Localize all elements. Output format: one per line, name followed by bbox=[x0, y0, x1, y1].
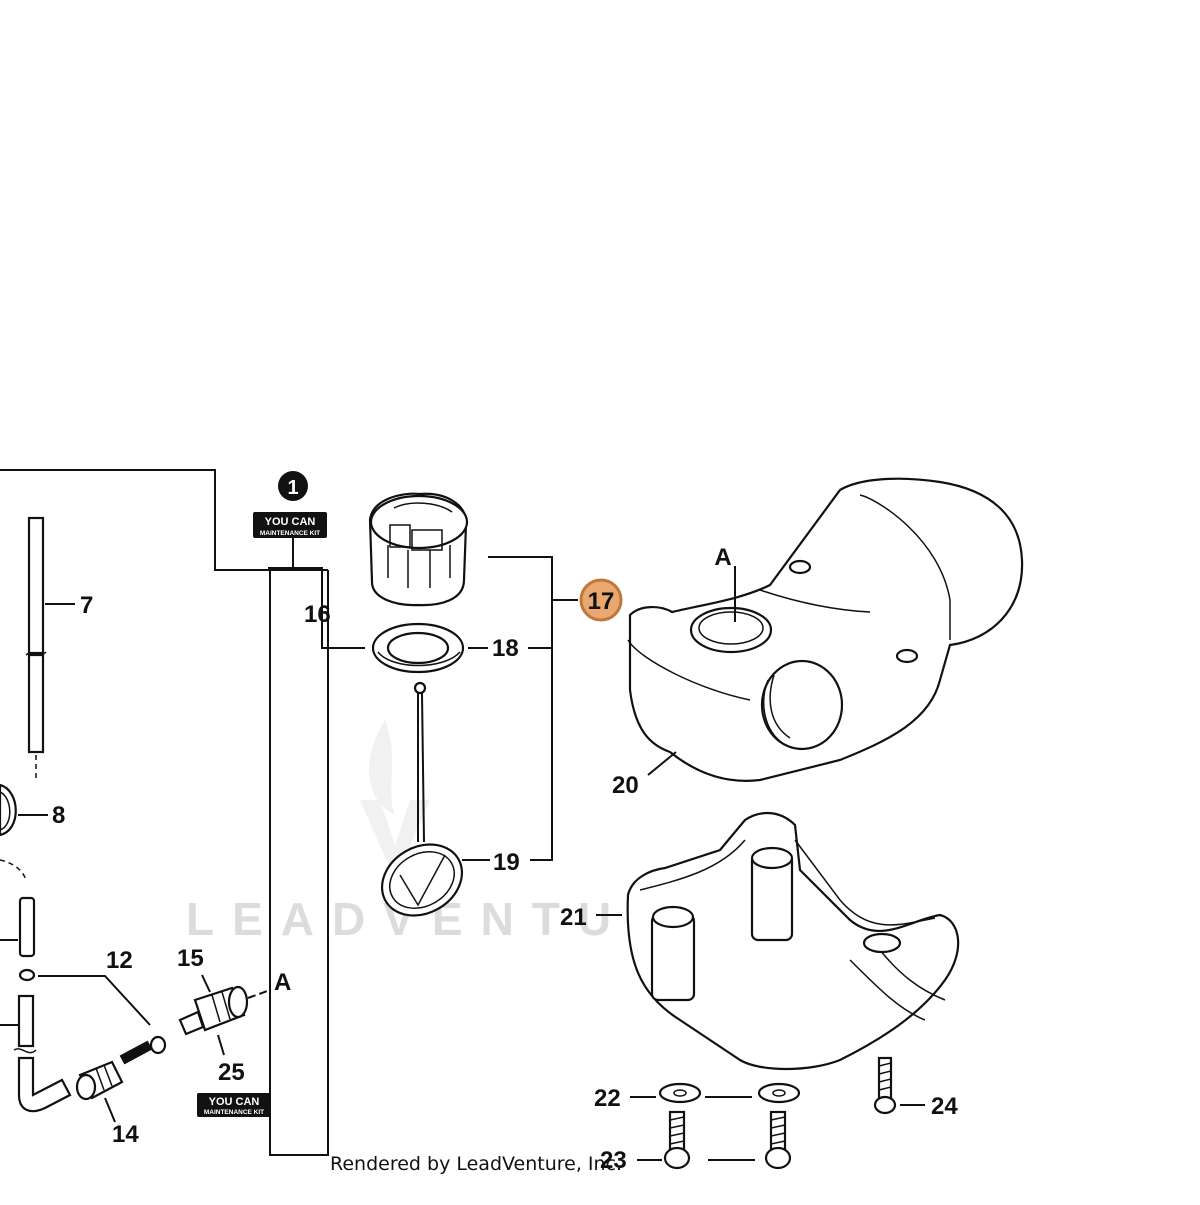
kit-brand: YOU CAN bbox=[265, 516, 316, 528]
part-21-tank-bracket[interactable] bbox=[596, 812, 960, 1071]
label-7: 7 bbox=[80, 592, 93, 619]
part-22-washers[interactable] bbox=[630, 1082, 801, 1104]
part-23-bolts[interactable] bbox=[637, 1110, 792, 1170]
part-12-clip[interactable] bbox=[38, 975, 167, 1055]
label-22: 22 bbox=[594, 1085, 621, 1112]
ref-A-top: A bbox=[714, 544, 731, 571]
kit-number: 1 bbox=[287, 477, 298, 499]
label-24: 24 bbox=[931, 1093, 958, 1120]
label-25: 25 bbox=[218, 1059, 245, 1086]
part-8-grommet[interactable] bbox=[0, 783, 48, 837]
maintenance-kit-badge-small[interactable]: YOU CAN MAINTENANCE KIT bbox=[197, 1093, 271, 1117]
part-18-gasket[interactable] bbox=[371, 622, 488, 674]
label-23: 23 bbox=[600, 1147, 627, 1174]
part-16-fuel-cap[interactable] bbox=[321, 492, 469, 649]
footer-credit: Rendered by LeadVenture, Inc. bbox=[330, 1153, 622, 1175]
callout-17-highlighted[interactable]: 17 bbox=[579, 578, 623, 622]
part-14-connector[interactable] bbox=[75, 1040, 153, 1123]
label-8: 8 bbox=[52, 802, 65, 829]
maintenance-kit-badge[interactable]: 1 YOU CAN MAINTENANCE KIT bbox=[253, 471, 327, 590]
kit-number-circle bbox=[278, 471, 308, 501]
label-21: 21 bbox=[560, 904, 587, 931]
ref-A-left: A bbox=[274, 969, 291, 996]
label-16: 16 bbox=[304, 601, 331, 628]
label-19: 19 bbox=[493, 849, 520, 876]
label-14: 14 bbox=[112, 1121, 139, 1148]
part-20-fuel-tank[interactable] bbox=[627, 477, 1024, 782]
label-15: 15 bbox=[177, 945, 204, 972]
part-19-retainer[interactable] bbox=[369, 681, 490, 930]
part-24-screw[interactable] bbox=[873, 1056, 925, 1115]
assembly-frame bbox=[0, 469, 329, 1156]
highlight-circle-17 bbox=[579, 578, 623, 622]
kit-subtitle-small: MAINTENANCE KIT bbox=[204, 1109, 264, 1116]
bracket-17 bbox=[488, 556, 578, 861]
kit-logo-box bbox=[253, 512, 327, 538]
label-17: 17 bbox=[588, 588, 615, 615]
label-20: 20 bbox=[612, 772, 639, 799]
kit-logo-box-small bbox=[197, 1093, 271, 1117]
kit-brand-small: YOU CAN bbox=[209, 1096, 260, 1108]
kit-subtitle: MAINTENANCE KIT bbox=[260, 530, 320, 537]
label-18: 18 bbox=[492, 635, 519, 662]
part-7-fuel-line[interactable] bbox=[25, 516, 75, 778]
part-15-fuel-filter[interactable] bbox=[178, 974, 271, 1056]
fuel-fitting[interactable] bbox=[0, 859, 72, 1113]
label-12: 12 bbox=[106, 947, 133, 974]
